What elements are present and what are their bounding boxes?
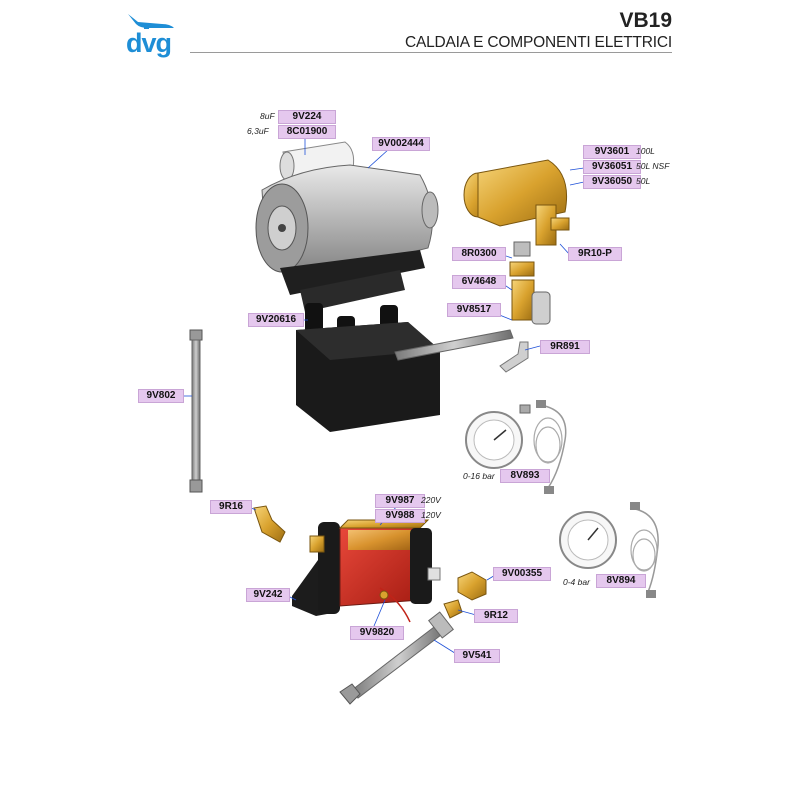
- part-label: 9R16: [210, 500, 252, 514]
- part-label: 9V36051: [583, 160, 641, 174]
- part-label: 9V541: [454, 649, 500, 663]
- part-label: 9V802: [138, 389, 184, 403]
- part-label: 9R12: [474, 609, 518, 623]
- part-label: 9V3601: [583, 145, 641, 159]
- part-note: 0-4 bar: [563, 577, 590, 587]
- part-label: 9R10-P: [568, 247, 622, 261]
- part-label: 9V242: [246, 588, 290, 602]
- motor-assembly: [255, 141, 440, 432]
- part-note: 120V: [421, 510, 441, 520]
- part-label: 6V4648: [452, 275, 506, 289]
- part-label: 9V00355: [493, 567, 551, 581]
- elbow-fitting: [253, 505, 286, 543]
- part-label: 9V36050: [583, 175, 641, 189]
- page-title: CALDAIA E COMPONENTI ELETTRICI: [404, 34, 672, 51]
- part-label: 9V987: [375, 494, 425, 508]
- part-note: 100L: [636, 146, 655, 156]
- vibration-pump: [292, 519, 441, 623]
- part-note: 6,3uF: [247, 126, 269, 136]
- model-title: VB19: [619, 9, 672, 32]
- part-label: 8V894: [596, 574, 646, 588]
- hex-nut: [457, 571, 487, 601]
- dvg-logo-mark: [128, 14, 174, 29]
- pump-fitting: [443, 599, 463, 619]
- part-label: 9V9820: [350, 626, 404, 640]
- connection-rod: [339, 611, 454, 705]
- part-note: 50L NSF: [636, 161, 670, 171]
- part-label: 9V20616: [248, 313, 304, 327]
- pump-head: [394, 159, 570, 373]
- part-label: 9V8517: [447, 303, 501, 317]
- part-label: 9R891: [540, 340, 590, 354]
- part-label: 8R0300: [452, 247, 506, 261]
- part-label: 8V893: [500, 469, 550, 483]
- part-label: 9V002444: [372, 137, 430, 151]
- part-label: 8C01900: [278, 125, 336, 139]
- brand-logo: dvg: [126, 28, 172, 58]
- part-label: 9V224: [278, 110, 336, 124]
- pressure-gauge-high: [465, 400, 567, 494]
- part-note: 8uF: [260, 111, 275, 121]
- part-note: 0-16 bar: [463, 471, 495, 481]
- part-label: 9V988: [375, 509, 425, 523]
- sight-tube: [189, 329, 203, 493]
- pressure-gauge-low: [559, 502, 659, 598]
- header-divider: [190, 52, 672, 53]
- part-note: 220V: [421, 495, 441, 505]
- part-note: 50L: [636, 176, 651, 186]
